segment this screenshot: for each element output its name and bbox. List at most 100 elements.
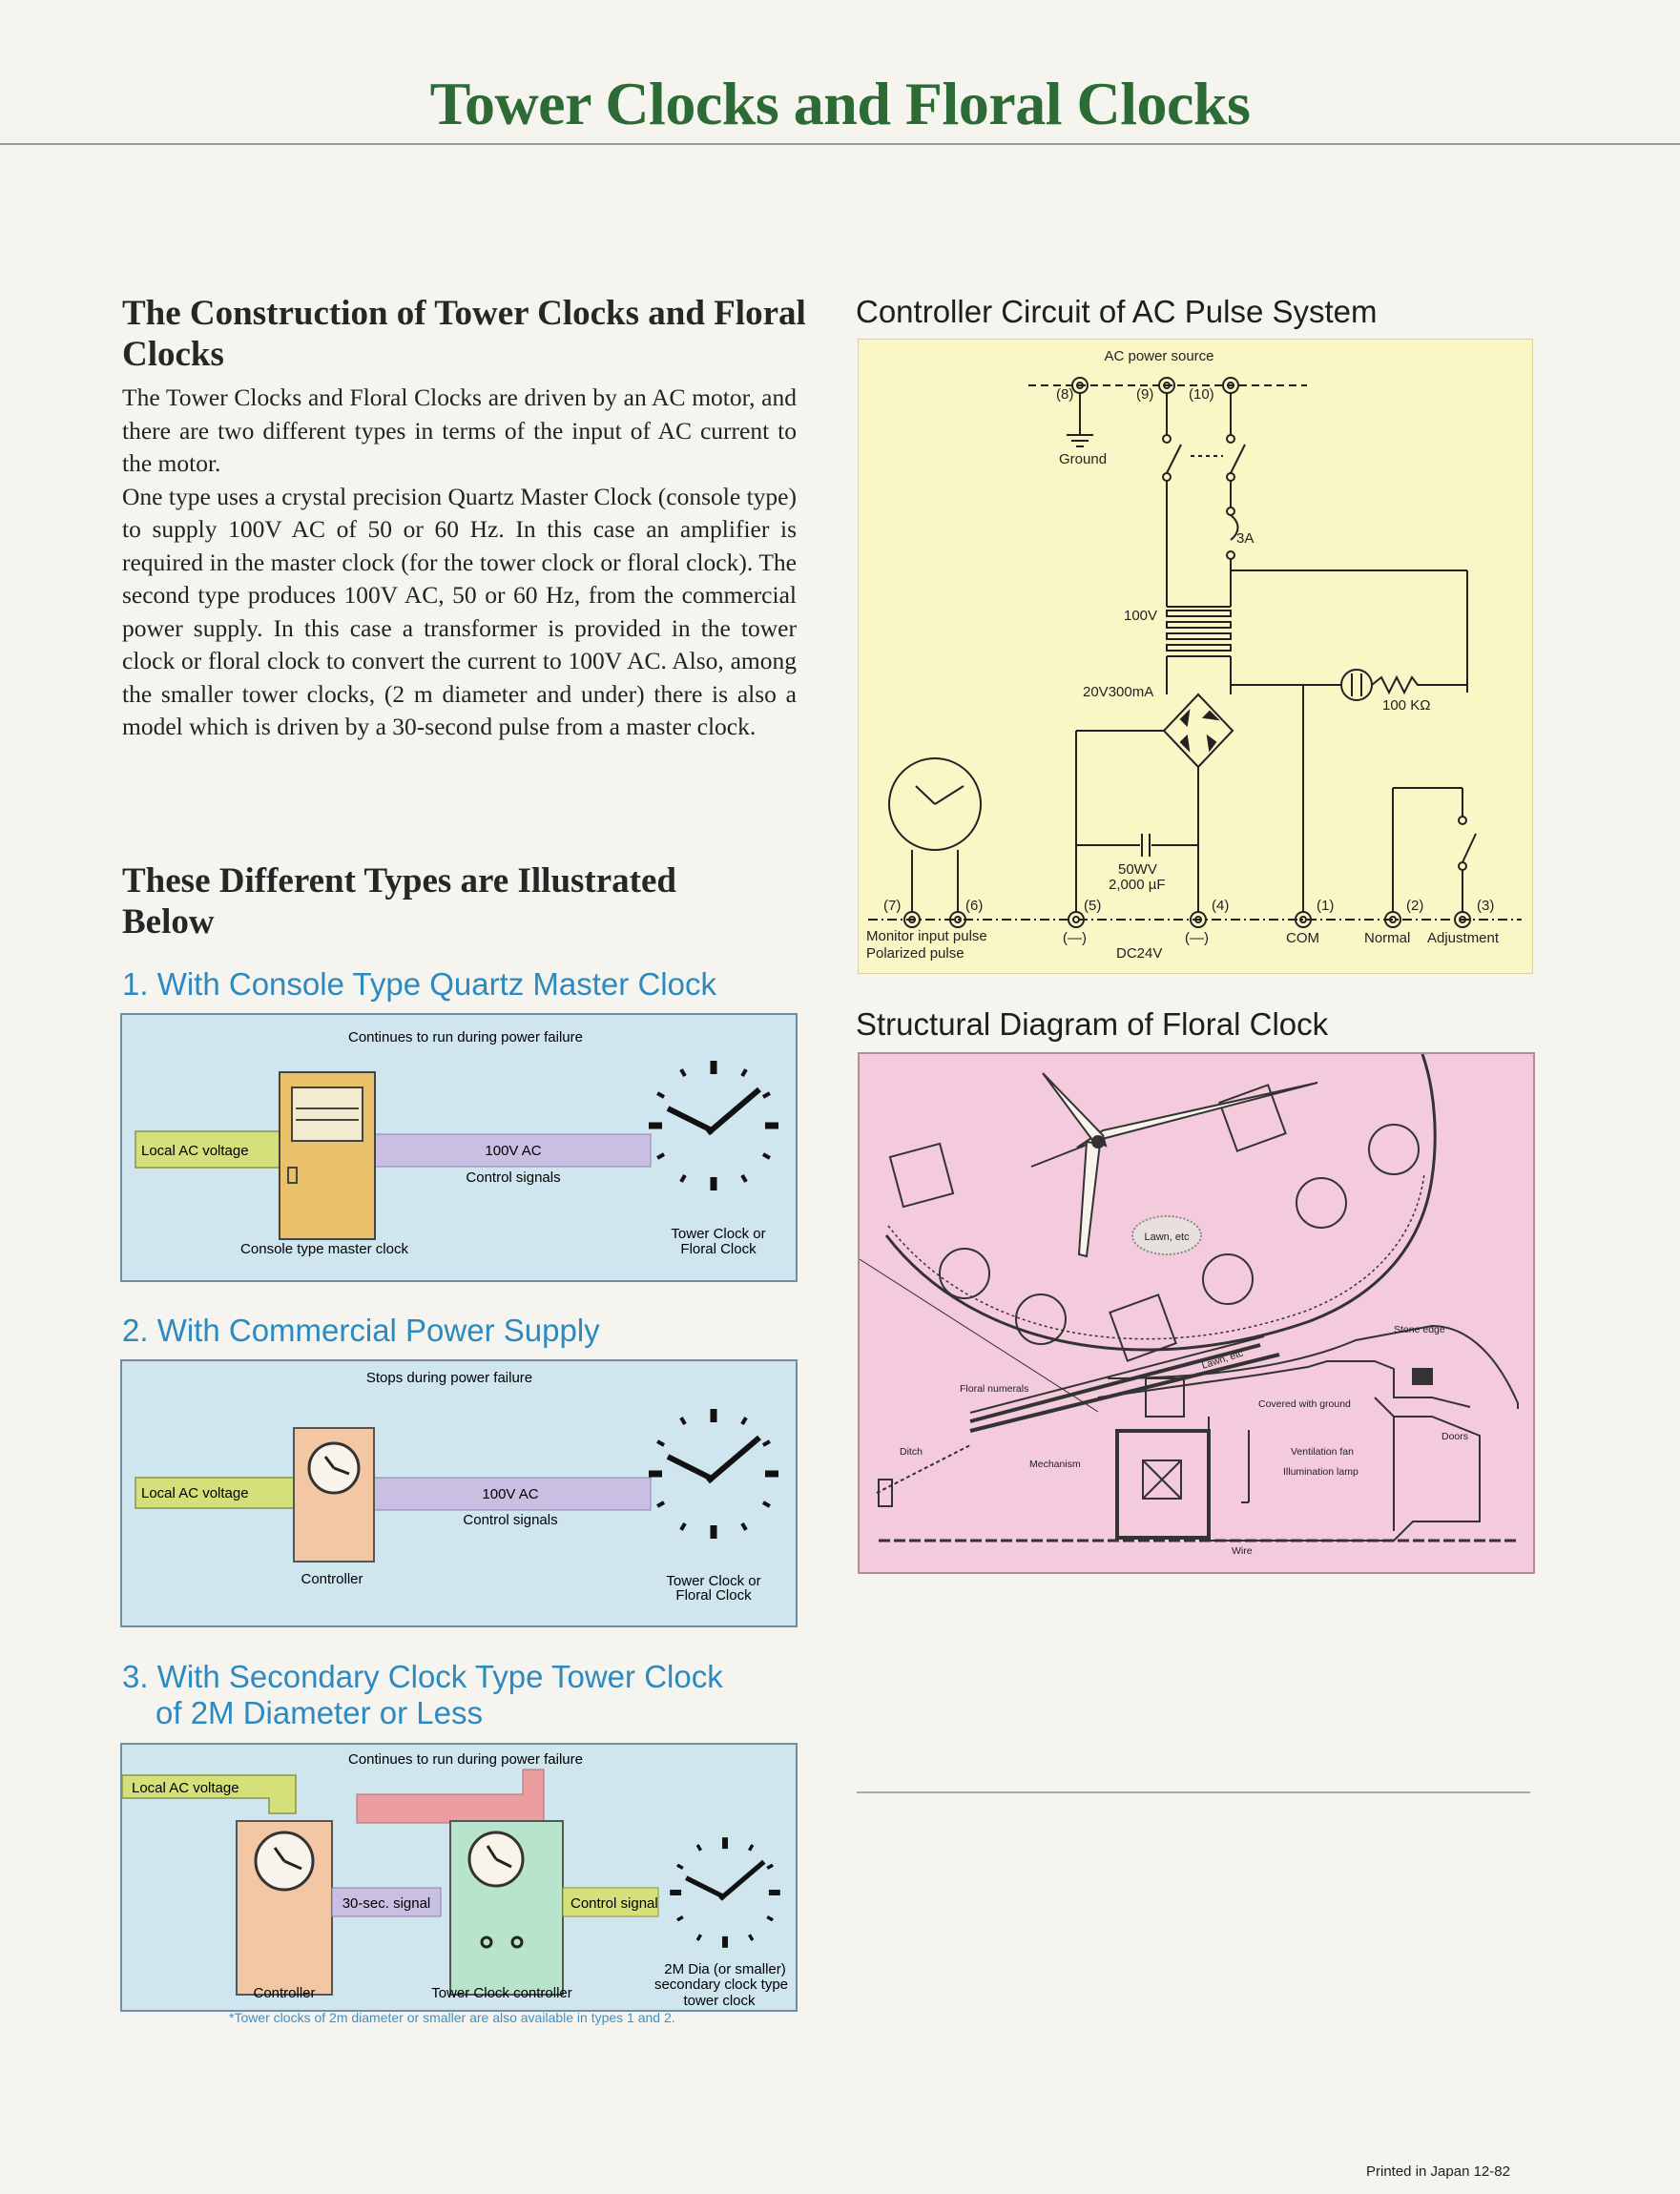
circuit-diagram: AC power source (8) (9) (10) Ground 3A 1…: [858, 339, 1533, 974]
type3-signal-30-label: 30-sec. signal: [342, 1895, 431, 1912]
circuit-fuse-label: 3A: [1236, 530, 1254, 547]
type2-clock-label-2: Floral Clock: [675, 1587, 752, 1604]
floral-stone-edge: Stone edge: [1394, 1324, 1445, 1335]
clock-tick: [695, 1844, 702, 1852]
clock-tick: [740, 1173, 748, 1183]
clock-tick: [679, 1417, 687, 1426]
clock-tick: [748, 1934, 755, 1941]
clock-hour-hand: [666, 1454, 716, 1482]
clock-hour-hand: [666, 1106, 716, 1134]
circuit-t4: (4): [1212, 898, 1229, 914]
floral-numerals-label: Floral numerals: [960, 1383, 1028, 1395]
right-column-divider: [857, 1791, 1530, 1793]
type3-30sec-bar: [331, 1887, 442, 1917]
type3-top-note: Continues to run during power failure: [348, 1751, 583, 1768]
circuit-ground: Ground: [1059, 451, 1107, 467]
floral-ventilation: Ventilation fan: [1291, 1446, 1354, 1458]
clock-tick: [656, 1501, 666, 1508]
type2-signal-label-2: Control signals: [463, 1512, 557, 1528]
clock-minute-hand: [706, 1435, 761, 1484]
type1-diagram-graphic: Continues to run during power failure Lo…: [135, 1029, 778, 1257]
type3-tower-clock-icon: [670, 1837, 780, 1948]
floral-diagram: Lawn, etc Stone edge Floral numerals Law…: [858, 1052, 1535, 1574]
type3-control-signal-label: Control signal: [570, 1895, 658, 1912]
floral-wire: Wire: [1232, 1545, 1253, 1557]
circuit-t2: (2): [1406, 898, 1423, 914]
circuit-ac-source: AC power source: [1104, 348, 1213, 364]
type3-controller-label: Controller: [253, 1985, 315, 2001]
type3-diagram: Continues to run during power failure Lo…: [120, 1743, 798, 2012]
construction-paragraph-1: The Tower Clocks and Floral Clocks are d…: [122, 383, 797, 477]
type3-clock-label-2: secondary clock type: [654, 1977, 788, 1993]
circuit-minus-2: (—): [1185, 930, 1209, 946]
circuit-normal: Normal: [1364, 930, 1410, 946]
type2-device-label: Controller: [301, 1571, 363, 1587]
type3-clock-label-3: tower clock: [683, 1993, 756, 2009]
clock-tick: [679, 1068, 687, 1078]
type2-clock-label-1: Tower Clock or: [666, 1573, 760, 1589]
circuit-monitor-2: Polarized pulse: [866, 945, 964, 962]
type3-heading-line2: of 2M Diameter or Less: [156, 1695, 483, 1730]
clock-tick: [656, 1439, 666, 1447]
type1-heading: 1. With Console Type Quartz Master Clock: [122, 966, 716, 1002]
type2-signal-label-1: 100V AC: [482, 1486, 538, 1502]
clock-hour-hand: [685, 1875, 727, 1900]
floral-mechanism: Mechanism: [1029, 1459, 1081, 1470]
circuit-heading: Controller Circuit of AC Pulse System: [856, 294, 1378, 329]
type1-signal-label-1: 100V AC: [485, 1143, 541, 1159]
clock-tick: [656, 1152, 666, 1160]
clock-tick: [748, 1844, 755, 1852]
circuit-cap-1: 50WV: [1118, 861, 1157, 878]
type1-clock-label-2: Floral Clock: [680, 1241, 757, 1257]
type3-input-arrow: [121, 1774, 297, 1814]
circuit-dc24: DC24V: [1116, 945, 1162, 962]
circuit-t10: (10): [1189, 386, 1214, 403]
type1-diagram: Continues to run during power failure Lo…: [120, 1013, 798, 1282]
clock-tick: [740, 1521, 748, 1531]
type1-tower-clock-icon: [649, 1061, 778, 1190]
circuit-resistor: 100 KΩ: [1382, 697, 1430, 714]
clock-tick: [766, 1915, 774, 1922]
type2-input-arrow: [135, 1477, 310, 1509]
floral-heading: Structural Diagram of Floral Clock: [856, 1006, 1329, 1042]
clock-tick: [695, 1934, 702, 1941]
floral-ditch: Ditch: [900, 1446, 923, 1458]
type1-signal-label-2: Control signals: [466, 1169, 560, 1186]
clock-tick: [679, 1173, 687, 1183]
clock-minute-hand: [706, 1087, 761, 1136]
types-heading: These Different Types are Illustrated Be…: [122, 861, 676, 942]
clock-tick: [740, 1068, 748, 1078]
type3-control-signal-bar: [562, 1887, 659, 1917]
printed-in-japan: Printed in Japan 12-82: [1366, 2163, 1510, 2180]
type3-heading-line1: 3. With Secondary Clock Type Tower Clock: [122, 1659, 723, 1694]
type1-input-arrow: [135, 1130, 289, 1169]
type2-input-label: Local AC voltage: [141, 1485, 249, 1501]
title-divider: [0, 143, 1680, 145]
type3-clock-label-1: 2M Dia (or smaller): [664, 1961, 786, 1977]
type2-heading: 2. With Commercial Power Supply: [122, 1313, 600, 1348]
circuit-t5: (5): [1084, 898, 1101, 914]
clock-tick: [761, 1091, 771, 1099]
circuit-monitor-1: Monitor input pulse: [866, 928, 987, 944]
type2-tower-clock-icon: [649, 1409, 778, 1539]
clock-tick: [766, 1863, 774, 1870]
circuit-schematic: AC power source (8) (9) (10) Ground 3A 1…: [866, 348, 1522, 962]
clock-tick: [761, 1152, 771, 1160]
clock-tick: [761, 1439, 771, 1447]
clock-tick: [656, 1091, 666, 1099]
clock-minute-hand: [718, 1859, 766, 1901]
type1-input-label: Local AC voltage: [141, 1143, 249, 1159]
circuit-t9: (9): [1136, 386, 1153, 403]
page-title: Tower Clocks and Floral Clocks: [429, 70, 1251, 137]
circuit-com: COM: [1286, 930, 1319, 946]
circuit-minus-1: (—): [1063, 930, 1087, 946]
floral-doors: Doors: [1441, 1431, 1468, 1442]
floral-structure-drawing: Lawn, etc Stone edge Floral numerals Law…: [859, 1053, 1519, 1557]
type2-diagram: Stops during power failure Local AC volt…: [120, 1359, 798, 1627]
floral-illumination: Illumination lamp: [1283, 1466, 1359, 1478]
circuit-adjustment: Adjustment: [1427, 930, 1500, 946]
type2-diagram-graphic: Stops during power failure Local AC volt…: [135, 1370, 778, 1604]
circuit-t1: (1): [1317, 898, 1334, 914]
circuit-t7: (7): [883, 898, 901, 914]
type3-footnote: *Tower clocks of 2m diameter or smaller …: [229, 2010, 675, 2025]
